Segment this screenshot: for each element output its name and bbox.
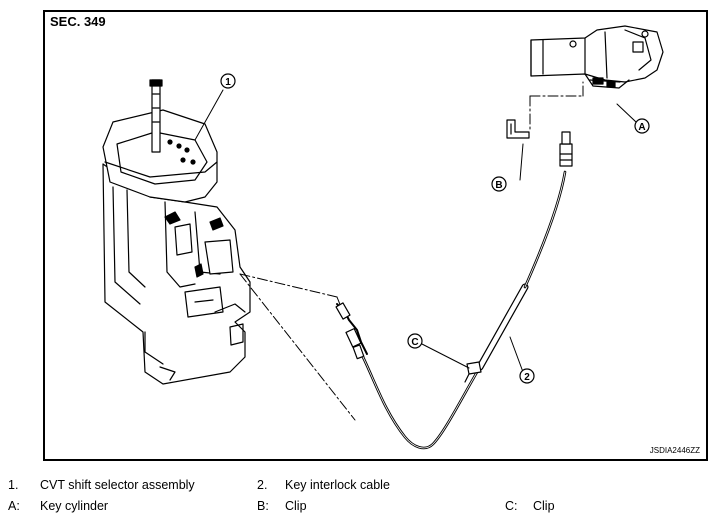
legend-text: Clip: [285, 499, 307, 513]
legend-key: A:: [8, 499, 20, 513]
legend-text: CVT shift selector assembly: [40, 478, 195, 492]
key-cylinder: [530, 25, 664, 89]
shift-selector-assembly: [102, 79, 251, 385]
legend-text: Key interlock cable: [285, 478, 390, 492]
diagram-frame: SEC. 349: [43, 10, 708, 461]
callout-a: A: [638, 122, 645, 133]
legend-key: 1.: [8, 478, 19, 492]
callout-b: B: [495, 180, 502, 191]
image-code: JSDIA2446ZZ: [649, 446, 700, 455]
callout-2: 2: [524, 372, 530, 383]
diagram-artwork: 1 A B C 2: [102, 25, 664, 450]
legend-text: Key cylinder: [40, 499, 109, 513]
callout-1: 1: [225, 77, 231, 88]
callout-c: C: [411, 337, 418, 348]
section-label: SEC. 349: [50, 14, 106, 29]
legend-key: B:: [257, 499, 269, 513]
legend-key: 2.: [257, 478, 268, 492]
legend-text: Clip: [533, 499, 555, 513]
legend-key: C:: [505, 499, 518, 513]
key-interlock-cable: [335, 131, 573, 450]
clip-b: [506, 119, 530, 139]
